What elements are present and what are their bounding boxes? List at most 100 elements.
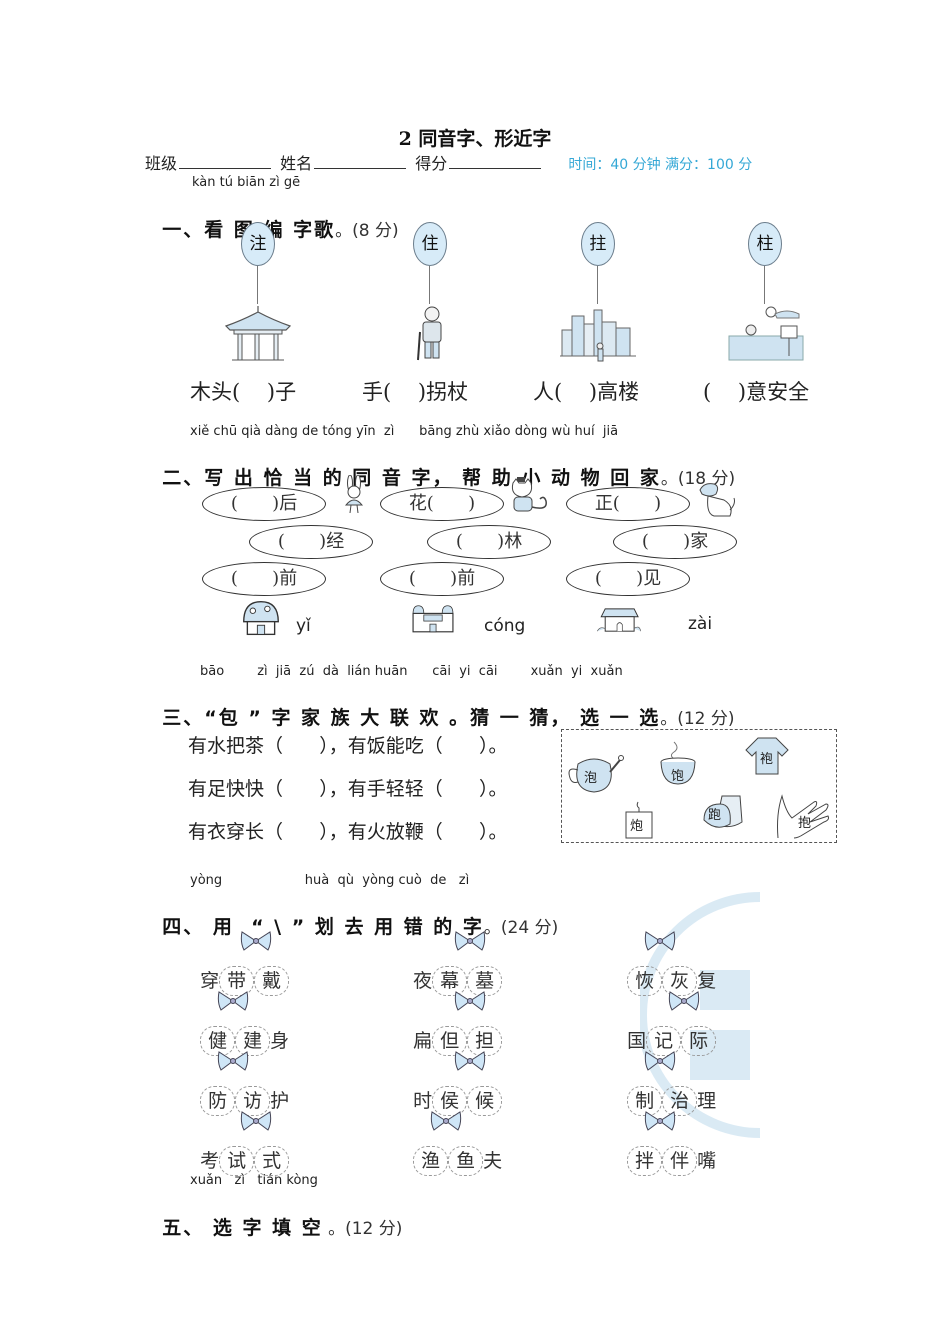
answer-oval[interactable]: ( )见 [566, 562, 690, 596]
choice-option[interactable]: 灰 [662, 966, 698, 996]
choice-char: 饱 [671, 769, 685, 784]
robe-icon [745, 737, 789, 775]
word-choice-item: 考试式 [188, 1124, 290, 1176]
choice-box: 泡 饱 袍 炮 跑 抱 [561, 729, 837, 843]
name-label: 姓名 [280, 154, 313, 173]
section5-heading: 五、 选 字 填 空 。(12 分) [162, 1217, 403, 1239]
word-choice-item: 扁但担 [401, 1004, 503, 1056]
choice-option[interactable]: 访 [235, 1086, 271, 1116]
cat-icon [511, 477, 547, 512]
swimming-danger-icon [728, 306, 804, 361]
phrase-4: ( )意安全 [703, 380, 810, 404]
riddle-line-3: 有衣穿长（ ），有火放鞭（ ）。 [188, 821, 508, 843]
balloon-icon: 注 [241, 222, 275, 266]
bow-icon [644, 931, 676, 951]
choice-option[interactable]: 候 [467, 1086, 503, 1116]
page-title: 2 同音字、形近字 [398, 128, 552, 150]
answer-oval[interactable]: ( )林 [427, 525, 551, 559]
choice-option[interactable]: 制 [627, 1086, 663, 1116]
mushroom-house-icon [243, 600, 279, 636]
section3-pinyin: bāo zì jiā zú dà lián huān cāi yi cāi xu… [200, 664, 623, 679]
bow-icon [217, 1051, 249, 1071]
balloon-item-2: 住 [350, 222, 510, 366]
castle-house-icon [412, 605, 454, 633]
cottage-house-icon [597, 608, 642, 632]
word-choice-item: 拌伴嘴 [615, 1124, 716, 1176]
choice-char: 跑 [708, 808, 722, 823]
word-choice-item: 恢灰复 [615, 944, 716, 996]
section2-pinyin: xiě chū qià dàng de tóng yīn zì bāng zhù… [190, 424, 619, 439]
answer-oval[interactable]: ( )经 [249, 525, 373, 559]
answer-oval[interactable]: ( )后 [202, 487, 326, 521]
choice-char: 炮 [630, 819, 644, 834]
bow-icon [454, 991, 486, 1011]
answer-oval[interactable]: ( )前 [380, 562, 504, 596]
choice-option[interactable]: 治 [662, 1086, 698, 1116]
choice-option[interactable]: 健 [200, 1026, 236, 1056]
phrase-1: 木头( )子 [190, 380, 297, 404]
word-choice-item: 国记际 [615, 1004, 717, 1056]
balloon-string [763, 266, 767, 304]
bow-icon [454, 931, 486, 951]
word-choice-item: 夜幕墓 [401, 944, 503, 996]
shoes-icon [703, 795, 743, 828]
watermark-logo-icon [640, 892, 760, 1138]
choice-option[interactable]: 恢 [627, 966, 663, 996]
balloon-icon: 住 [413, 222, 447, 266]
score-label: 得分 [415, 154, 448, 173]
riddle-line-1: 有水把茶（ ），有饭能吃（ ）。 [188, 735, 508, 757]
bow-icon [454, 1051, 486, 1071]
word-choice-item: 渔鱼夫 [401, 1124, 502, 1176]
choice-option[interactable]: 侯 [432, 1086, 468, 1116]
section1-pinyin: kàn tú biān zì gē [192, 175, 301, 190]
time-score-info: 时间：40 分钟 满分：100 分 [568, 157, 753, 173]
answer-oval[interactable]: 正( ) [566, 487, 690, 521]
section3-heading: 三、“包 ” 字 家 族 大 联 欢 。猜 一 猜， 选 一 选。(12 分) [162, 707, 735, 729]
balloon-item-1: 注 [178, 222, 338, 366]
section4-pinyin: yòng huà qù yòng cuò de zì [190, 873, 470, 888]
phrase-3: 人( )高楼 [533, 380, 640, 404]
choice-option[interactable]: 试 [219, 1146, 255, 1176]
class-field[interactable] [179, 154, 272, 169]
bow-icon [240, 931, 272, 951]
bow-icon [644, 1051, 676, 1071]
choice-option[interactable]: 伴 [662, 1146, 698, 1176]
word-choice-item: 制治理 [615, 1064, 716, 1116]
choice-option[interactable]: 鱼 [448, 1146, 484, 1176]
house-pinyin-3: zài [688, 614, 713, 634]
class-label: 班级 [145, 154, 178, 173]
house-pinyin-2: cóng [484, 616, 526, 636]
name-field[interactable] [314, 154, 407, 169]
house-pinyin-1: yǐ [296, 616, 311, 636]
city-buildings-icon [560, 309, 636, 362]
choice-option[interactable]: 拌 [627, 1146, 663, 1176]
choice-option[interactable]: 式 [254, 1146, 290, 1176]
choice-option[interactable]: 建 [235, 1026, 271, 1056]
answer-oval[interactable]: ( )前 [202, 562, 326, 596]
score-field[interactable] [449, 154, 542, 169]
choice-option[interactable]: 际 [681, 1026, 717, 1056]
old-man-with-cane-icon [417, 306, 442, 361]
choice-char: 抱 [798, 816, 812, 831]
choice-option[interactable]: 记 [646, 1026, 682, 1056]
choice-option[interactable]: 防 [200, 1086, 236, 1116]
word-choice-item: 穿带戴 [188, 944, 290, 996]
answer-oval[interactable]: 花( ) [380, 487, 504, 521]
teapot-icon [568, 755, 624, 793]
choice-option[interactable]: 渔 [413, 1146, 449, 1176]
choice-char: 泡 [584, 771, 598, 786]
choice-option[interactable]: 带 [219, 966, 255, 996]
phrase-2: 手( )拐杖 [362, 380, 469, 404]
choice-char: 袍 [760, 752, 774, 767]
choice-option[interactable]: 幕 [432, 966, 468, 996]
balloon-icon: 拄 [581, 222, 615, 266]
bow-icon [240, 1111, 272, 1131]
riddle-line-2: 有足快快（ ），有手轻轻（ ）。 [188, 778, 508, 800]
choice-option[interactable]: 但 [432, 1026, 468, 1056]
answer-oval[interactable]: ( )家 [613, 525, 737, 559]
dog-icon [699, 483, 735, 517]
word-choice-item: 时侯候 [401, 1064, 503, 1116]
balloon-string [428, 266, 432, 304]
balloon-icon: 柱 [748, 222, 782, 266]
choice-option[interactable]: 戴 [254, 966, 290, 996]
